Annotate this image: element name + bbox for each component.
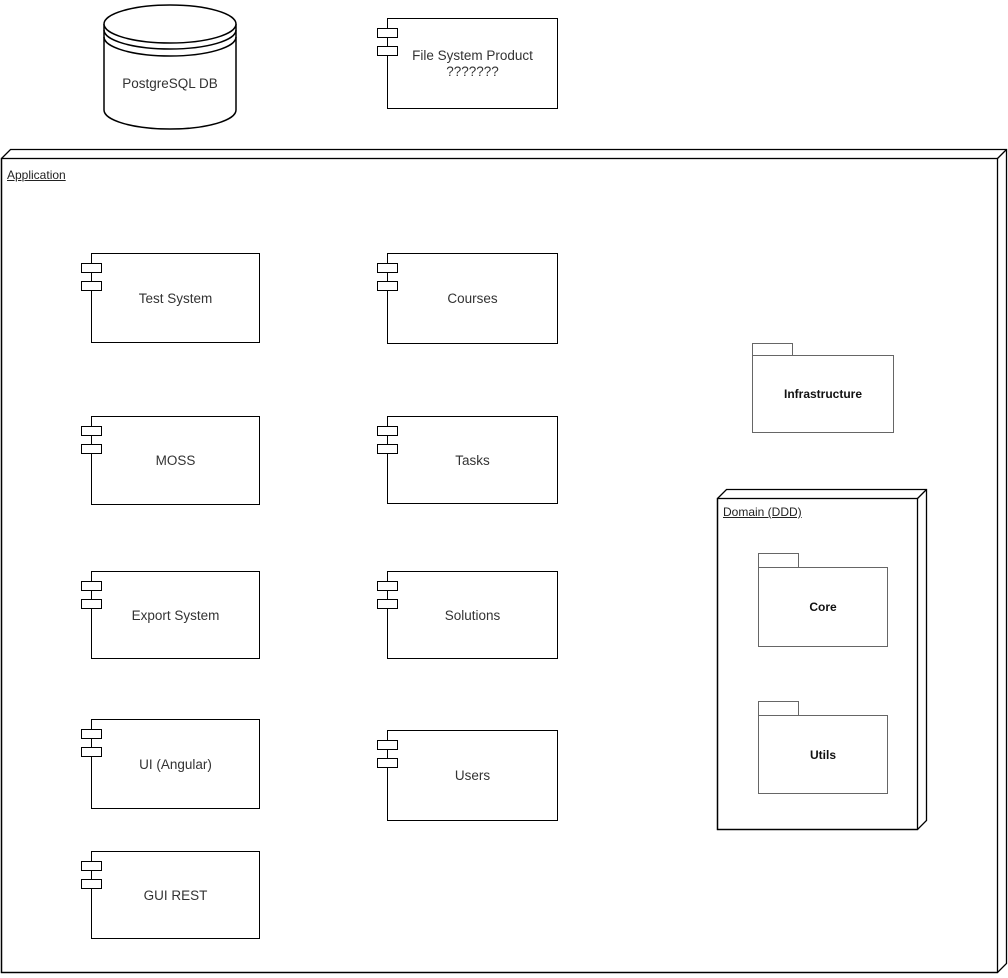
package-tab-icon: [752, 343, 793, 356]
component-tab-icon: [377, 444, 398, 454]
component-tab-icon: [81, 426, 102, 436]
component-ui-angular[interactable]: UI (Angular): [81, 719, 260, 809]
package-core-body: Core: [758, 567, 888, 647]
component-tab-icon: [377, 46, 398, 56]
component-tab-icon: [377, 281, 398, 291]
component-tab-icon: [81, 263, 102, 273]
cylinder-disc-line-2: [103, 36, 237, 57]
component-tab-icon: [81, 861, 102, 871]
application-node-corner-edge: [997, 149, 1007, 159]
component-tab-icon: [377, 426, 398, 436]
package-tab-icon: [758, 701, 799, 716]
component-solutions[interactable]: Solutions: [377, 571, 558, 659]
component-tab-icon: [81, 599, 102, 609]
component-test-system-label: Test System: [138, 290, 213, 306]
component-users-label: Users: [454, 768, 491, 783]
component-tab-icon: [81, 581, 102, 591]
component-courses-label: Courses: [447, 291, 498, 306]
component-test-system[interactable]: Test System: [81, 253, 260, 343]
package-infrastructure-label: Infrastructure: [783, 387, 863, 401]
component-moss[interactable]: MOSS: [81, 416, 260, 505]
component-tab-icon: [377, 28, 398, 38]
component-gui-rest-label: GUI REST: [143, 887, 208, 903]
component-ui-angular-label: UI (Angular): [139, 756, 212, 772]
component-tab-icon: [377, 740, 398, 750]
component-tab-icon: [81, 747, 102, 757]
component-tab-icon: [377, 263, 398, 273]
package-core-label: Core: [809, 600, 837, 614]
domain-node-front-face: [716, 497, 919, 831]
package-tab-icon: [758, 553, 799, 568]
cylinder-body: [103, 24, 237, 130]
database-cylinder[interactable]: [103, 4, 237, 130]
component-moss-label: MOSS: [155, 453, 196, 468]
component-tab-icon: [81, 281, 102, 291]
component-courses[interactable]: Courses: [377, 253, 558, 344]
component-file-system[interactable]: File System Product ???????: [377, 18, 558, 109]
domain-label: Domain (DDD): [723, 505, 802, 519]
component-users[interactable]: Users: [377, 730, 558, 821]
component-gui-rest[interactable]: GUI REST: [81, 851, 260, 939]
package-utils-label: Utils: [809, 747, 836, 762]
cylinder-top: [103, 4, 237, 44]
component-export-system-label: Export System: [131, 607, 220, 623]
cylinder-disc-line-1: [103, 29, 237, 50]
component-tasks[interactable]: Tasks: [377, 416, 558, 504]
component-solutions-label: Solutions: [444, 607, 501, 623]
application-label: Application: [7, 168, 66, 182]
component-file-system-label-line2: ???????: [446, 63, 499, 79]
database-label: PostgreSQL DB: [122, 76, 218, 91]
component-tab-icon: [377, 758, 398, 768]
component-tab-icon: [81, 729, 102, 739]
package-infrastructure-body: Infrastructure: [752, 355, 894, 433]
component-tab-icon: [377, 599, 398, 609]
component-tasks-label: Tasks: [455, 452, 490, 468]
component-tab-icon: [81, 444, 102, 454]
component-tab-icon: [81, 879, 102, 889]
component-tab-icon: [377, 581, 398, 591]
component-export-system[interactable]: Export System: [81, 571, 260, 659]
package-utils-body: Utils: [758, 715, 888, 794]
domain-node-corner-edge: [917, 489, 927, 499]
component-file-system-label-line1: File System Product: [412, 47, 533, 63]
application-node-front-face: [0, 157, 999, 974]
